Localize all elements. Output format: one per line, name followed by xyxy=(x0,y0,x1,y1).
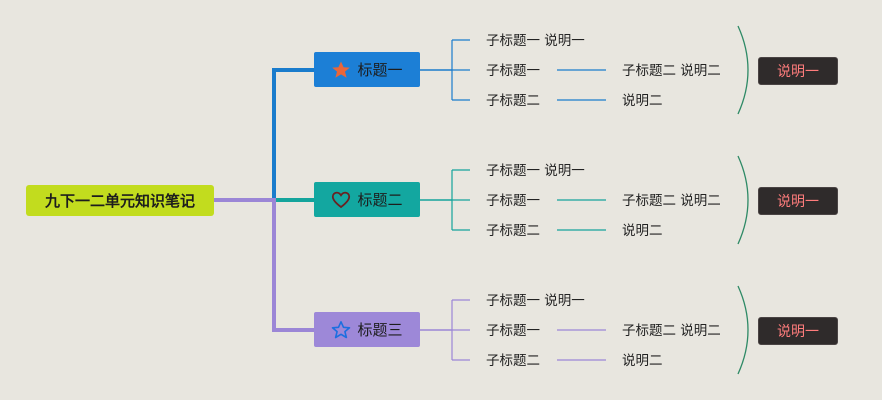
trunk-line-1 xyxy=(214,68,314,202)
sub-item[interactable]: 子标题一 说明一 xyxy=(486,293,585,309)
sub-item[interactable]: 子标题二 xyxy=(486,93,540,109)
summary-brace xyxy=(737,155,749,245)
root-node[interactable]: 九下一二单元知识笔记 xyxy=(26,185,214,216)
branch-node-1[interactable]: 标题一 xyxy=(314,52,420,87)
sub-item[interactable]: 子标题一 xyxy=(486,323,540,339)
sub-item[interactable]: 子标题二 xyxy=(486,353,540,369)
summary-brace xyxy=(737,25,749,115)
star-solid-icon xyxy=(331,60,351,80)
summary-note[interactable]: 说明一 xyxy=(758,317,838,345)
trunk-line-3 xyxy=(214,198,314,332)
branch-label: 标题一 xyxy=(357,61,403,79)
sub-item[interactable]: 子标题一 说明一 xyxy=(486,33,585,49)
branch-label: 标题三 xyxy=(357,321,403,339)
sub-item[interactable]: 子标题一 说明一 xyxy=(486,163,585,179)
star-outline-icon xyxy=(331,320,351,340)
sub-item-detail[interactable]: 说明二 xyxy=(622,353,663,369)
heart-outline-icon xyxy=(331,190,351,210)
branch-node-2[interactable]: 标题二 xyxy=(314,182,420,217)
sub-item-detail[interactable]: 子标题二 说明二 xyxy=(622,323,721,339)
sub-item-detail[interactable]: 说明二 xyxy=(622,223,663,239)
branch-label: 标题二 xyxy=(357,191,403,209)
branch-node-3[interactable]: 标题三 xyxy=(314,312,420,347)
summary-note[interactable]: 说明一 xyxy=(758,187,838,215)
summary-brace xyxy=(737,285,749,375)
sub-item-detail[interactable]: 子标题二 说明二 xyxy=(622,193,721,209)
sub-item[interactable]: 子标题二 xyxy=(486,223,540,239)
sub-item-detail[interactable]: 说明二 xyxy=(622,93,663,109)
sub-item-detail[interactable]: 子标题二 说明二 xyxy=(622,63,721,79)
summary-note[interactable]: 说明一 xyxy=(758,57,838,85)
sub-item[interactable]: 子标题一 xyxy=(486,63,540,79)
sub-item[interactable]: 子标题一 xyxy=(486,193,540,209)
